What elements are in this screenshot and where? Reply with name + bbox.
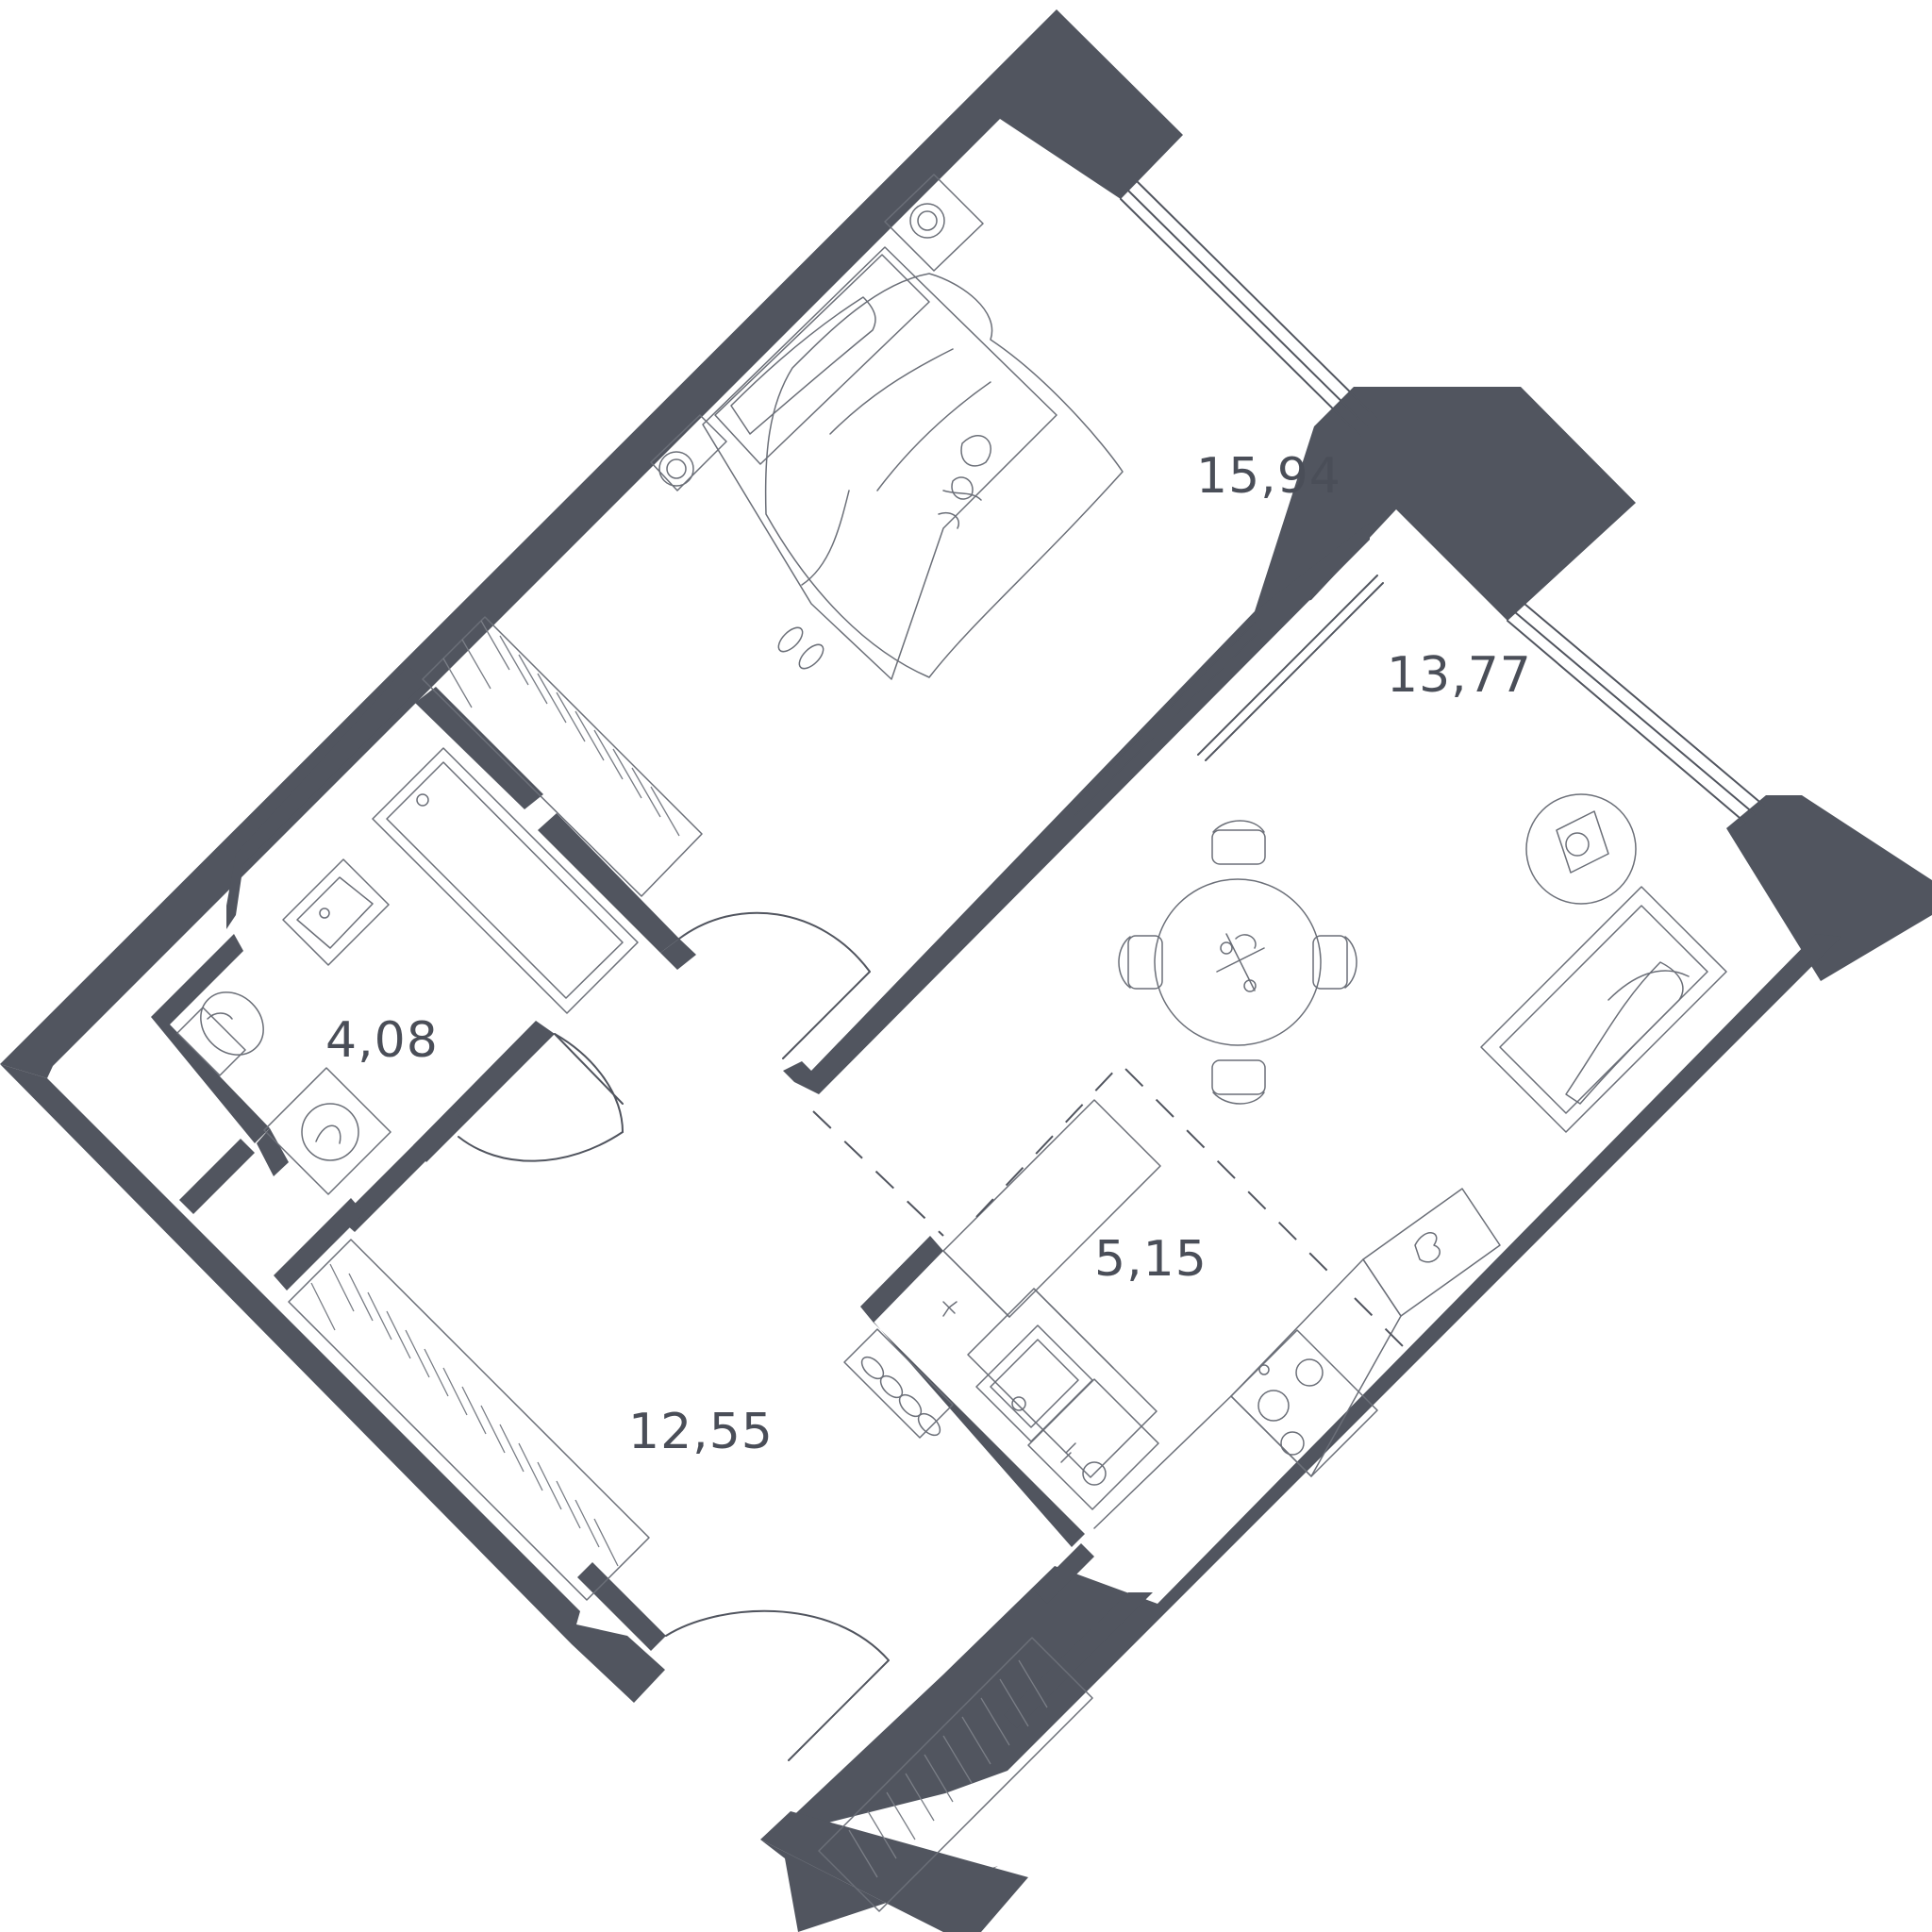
washing-machine-icon: [263, 1067, 391, 1195]
interior-walls: [151, 523, 1370, 1728]
nightstand-icon: [650, 174, 984, 491]
kitchen-area-label: 5,15: [1094, 1231, 1208, 1288]
dining-table-icon: [1154, 878, 1322, 1046]
sofa-icon: [1480, 886, 1727, 1133]
counter-run: [1093, 1258, 1402, 1529]
bathtub-icon: [372, 747, 639, 1014]
chair-icon: [1118, 820, 1357, 1105]
wardrobe-icon: [288, 1239, 650, 1601]
toilet-icon: [176, 991, 264, 1076]
wardrobe-icon: [422, 616, 703, 897]
bedroom-area-label: 15,94: [1196, 448, 1341, 505]
living-area-label: 13,77: [1387, 647, 1532, 704]
shoe-rack-icon: [843, 1328, 954, 1439]
hallway-area-label: 12,55: [628, 1404, 774, 1460]
exterior-walls: [0, 9, 1932, 1932]
bed-icon: [702, 246, 1124, 680]
kitchen-counter-lower: [967, 1288, 1158, 1478]
door-icon: [458, 911, 890, 1761]
sliding-partition: [1065, 575, 1384, 818]
wardrobe-icon: [818, 1637, 1093, 1912]
slippers-icon: [777, 626, 824, 670]
zone-boundary: [812, 1062, 1416, 1359]
dishwasher-icon: [1027, 1378, 1159, 1510]
bathroom-area-label: 4,08: [325, 1012, 439, 1069]
kitchen-counter: [942, 1099, 1161, 1318]
kitchen-sink-icon: [975, 1324, 1093, 1442]
coffee-table-icon: [1525, 793, 1637, 905]
sink-icon: [282, 858, 390, 966]
window-icon: [1120, 181, 1765, 824]
